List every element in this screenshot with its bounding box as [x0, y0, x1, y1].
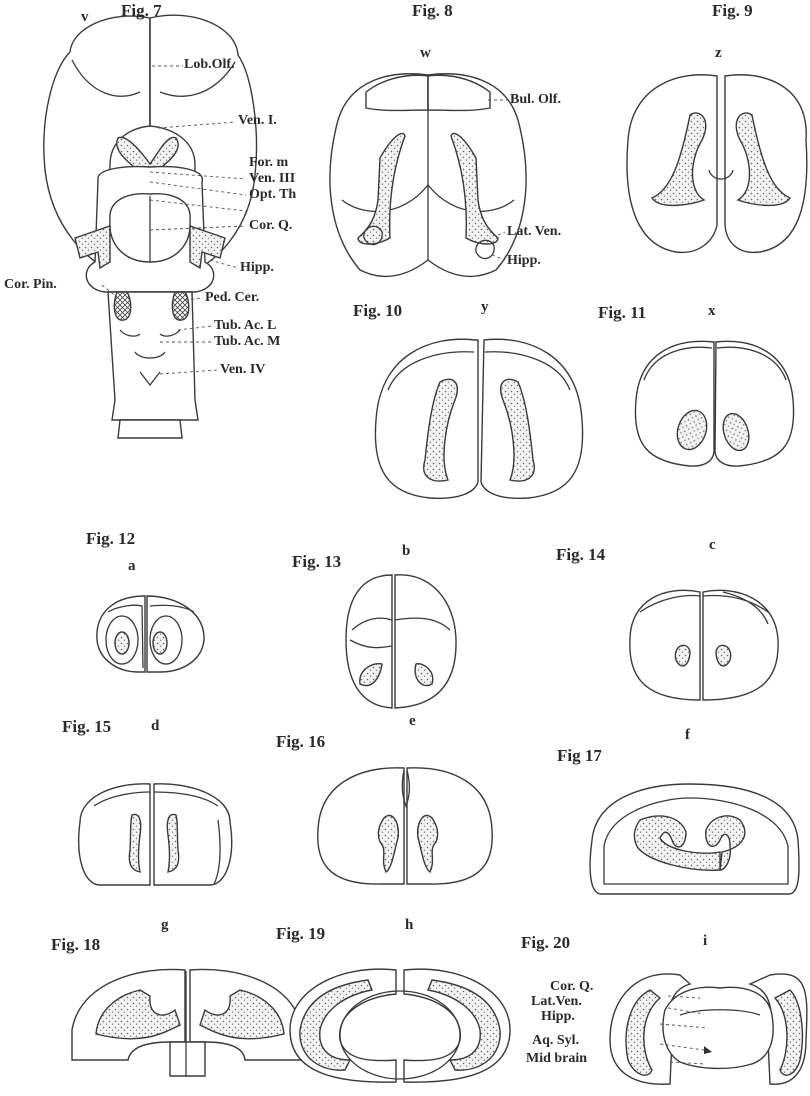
fig20-label-hipp: Hipp. [541, 1010, 575, 1024]
fig7-label-ped-cer: Ped. Cer. [205, 291, 259, 305]
fig7-letter: v [81, 10, 89, 25]
fig10-title: Fig. 10 [353, 302, 402, 319]
fig7-label-ven-iv: Ven. IV [220, 363, 265, 377]
fig20-label-mid-brain: Mid brain [526, 1052, 587, 1066]
fig7-label-opt-th: Opt. Th [249, 188, 296, 202]
fig14-letter: c [709, 538, 716, 553]
fig7-label-hipp: Hipp. [240, 261, 274, 275]
fig20-label-aq-syl: Aq. Syl. [532, 1034, 579, 1048]
fig18-letter: g [161, 918, 169, 933]
fig20-letter: i [703, 934, 707, 949]
fig15-section-drawing [79, 784, 232, 885]
fig19-letter: h [405, 918, 413, 933]
fig16-section-drawing [318, 768, 492, 884]
fig16-letter: e [409, 714, 416, 729]
fig18-section-drawing [72, 969, 302, 1076]
fig20-title: Fig. 20 [521, 934, 570, 951]
fig20-label-lat-ven: Lat.Ven. [531, 995, 582, 1009]
fig13-title: Fig. 13 [292, 553, 341, 570]
fig7-label-tub-ac-l: Tub. Ac. L [214, 319, 277, 333]
fig7-label-tub-ac-m: Tub. Ac. M [214, 335, 280, 349]
fig17-title: Fig 17 [557, 747, 602, 764]
fig18-title: Fig. 18 [51, 936, 100, 953]
fig15-title: Fig. 15 [62, 718, 111, 735]
fig9-title: Fig. 9 [712, 2, 753, 19]
fig7-label-for-m: For. m [249, 156, 288, 170]
fig16-title: Fig. 16 [276, 733, 325, 750]
fig12-section-drawing [97, 596, 204, 672]
fig7-label-lob-olf: Lob.Olf. [184, 58, 235, 72]
fig9-letter: z [715, 46, 722, 61]
fig11-section-drawing [635, 341, 793, 466]
fig17-letter: f [685, 728, 690, 743]
fig7-title: Fig. 7 [121, 2, 162, 19]
fig8-label-hipp: Hipp. [507, 254, 541, 268]
fig20-section-drawing [610, 974, 807, 1084]
fig20-label-cor-q: Cor. Q. [550, 980, 593, 994]
fig13-section-drawing [346, 575, 456, 708]
fig10-section-drawing [375, 339, 582, 498]
fig11-title: Fig. 11 [598, 304, 646, 321]
fig14-title: Fig. 14 [556, 546, 605, 563]
fig17-section-drawing [590, 784, 799, 894]
fig7-label-cor-pin: Cor. Pin. [4, 278, 57, 292]
fig12-letter: a [128, 559, 136, 574]
fig8-letter: w [420, 46, 431, 61]
fig15-letter: d [151, 719, 159, 734]
fig11-letter: x [708, 304, 716, 319]
fig9-section-drawing [627, 75, 807, 253]
fig10-letter: y [481, 300, 489, 315]
fig14-section-drawing [630, 590, 778, 700]
fig7-label-ven-i: Ven. I. [238, 114, 277, 128]
fig7-label-cor-q: Cor. Q. [249, 219, 292, 233]
fig19-title: Fig. 19 [276, 925, 325, 942]
fig8-label-lat-ven: Lat. Ven. [507, 225, 561, 239]
fig8-section-drawing [330, 74, 526, 277]
fig13-letter: b [402, 544, 410, 559]
fig8-label-bul-olf: Bul. Olf. [510, 93, 561, 107]
fig8-title: Fig. 8 [412, 2, 453, 19]
fig7-label-ven-iii: Ven. III [249, 172, 295, 186]
fig19-section-drawing [290, 969, 510, 1082]
fig12-title: Fig. 12 [86, 530, 135, 547]
